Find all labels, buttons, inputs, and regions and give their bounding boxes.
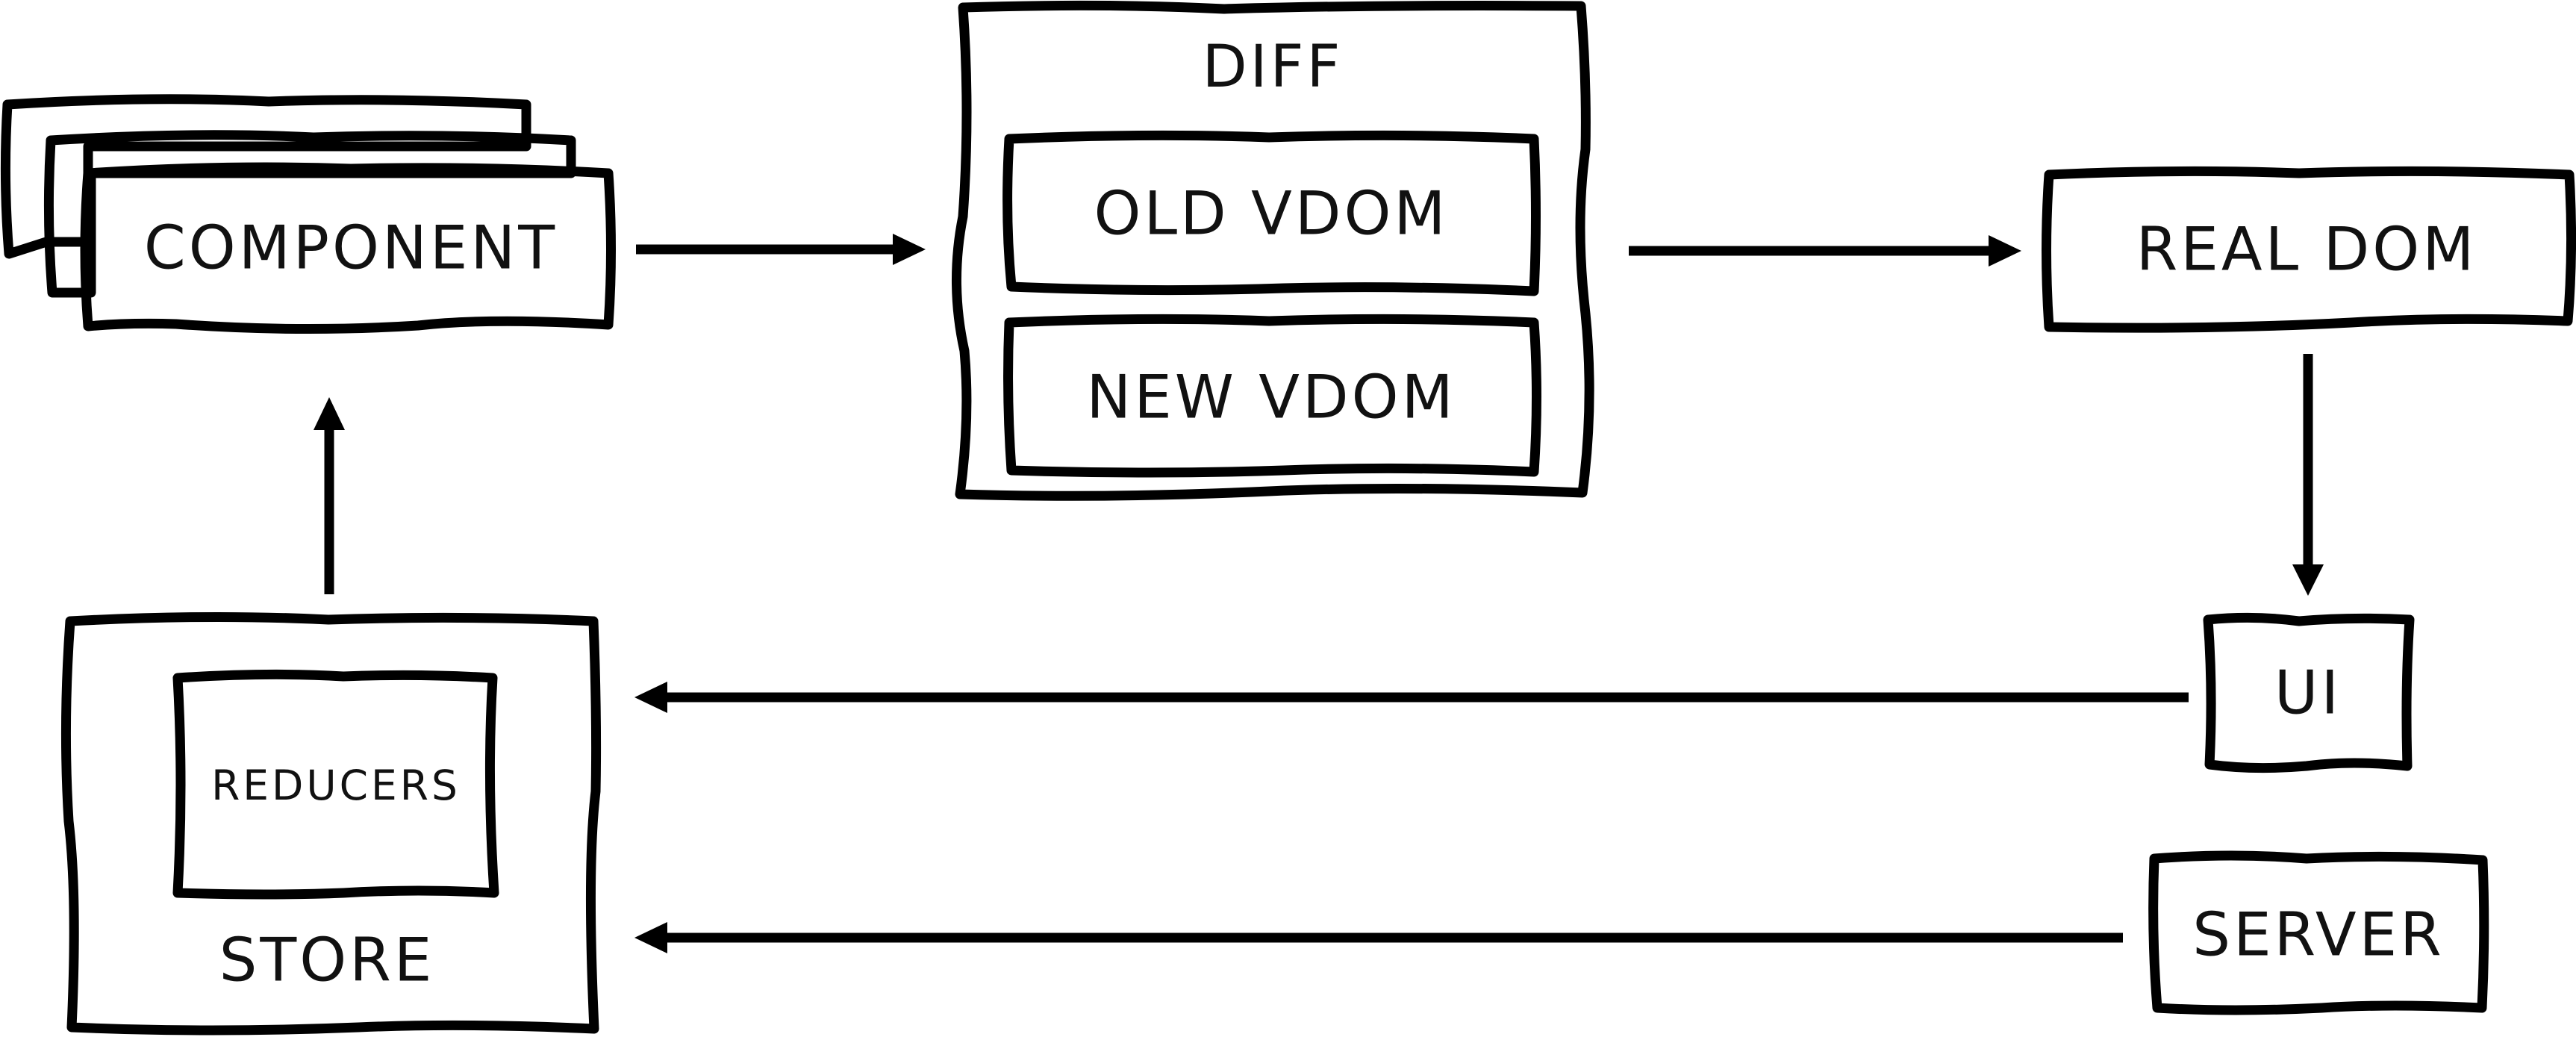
store-box: [60, 611, 602, 1036]
component-box: [80, 162, 616, 334]
arrow-component-to-diff: [636, 234, 926, 265]
arrow-ui-to-store: [634, 682, 2189, 713]
ui-node: UI: [2203, 612, 2415, 773]
reducers-box: [172, 669, 499, 900]
component-label: COMPONENT: [144, 214, 558, 283]
diff-label: DIFF: [1203, 34, 1344, 101]
arrow-real-dom-to-ui: [2292, 354, 2324, 596]
ui-box: [2203, 612, 2415, 773]
arrow-diff-to-real-dom: [1629, 235, 2021, 267]
new-vdom-label: NEW VDOM: [1086, 363, 1456, 432]
diff-node: DIFF OLD VDOM NEW VDOM: [952, 0, 1594, 501]
server-node: SERVER: [2148, 850, 2489, 1015]
store-label: STORE: [219, 926, 435, 995]
real-dom-box: [2042, 166, 2576, 333]
component-stack-middle: [43, 130, 576, 298]
store-node: REDUCERS STORE: [60, 611, 602, 1036]
arrow-server-to-store: [634, 922, 2123, 953]
diff-box: [952, 0, 1594, 501]
arrow-store-to-component: [314, 397, 345, 594]
server-box: [2148, 850, 2489, 1015]
ui-label: UI: [2274, 658, 2342, 728]
old-vdom-label: OLD VDOM: [1094, 179, 1449, 249]
component-stack-back: [0, 94, 531, 259]
reducers-label: REDUCERS: [211, 762, 461, 809]
real-dom-node: REAL DOM: [2042, 166, 2576, 333]
new-vdom-box: [1003, 314, 1541, 478]
real-dom-label: REAL DOM: [2136, 215, 2477, 284]
server-label: SERVER: [2192, 900, 2444, 970]
old-vdom-box: [1002, 130, 1541, 296]
component-node: COMPONENT: [0, 94, 616, 334]
